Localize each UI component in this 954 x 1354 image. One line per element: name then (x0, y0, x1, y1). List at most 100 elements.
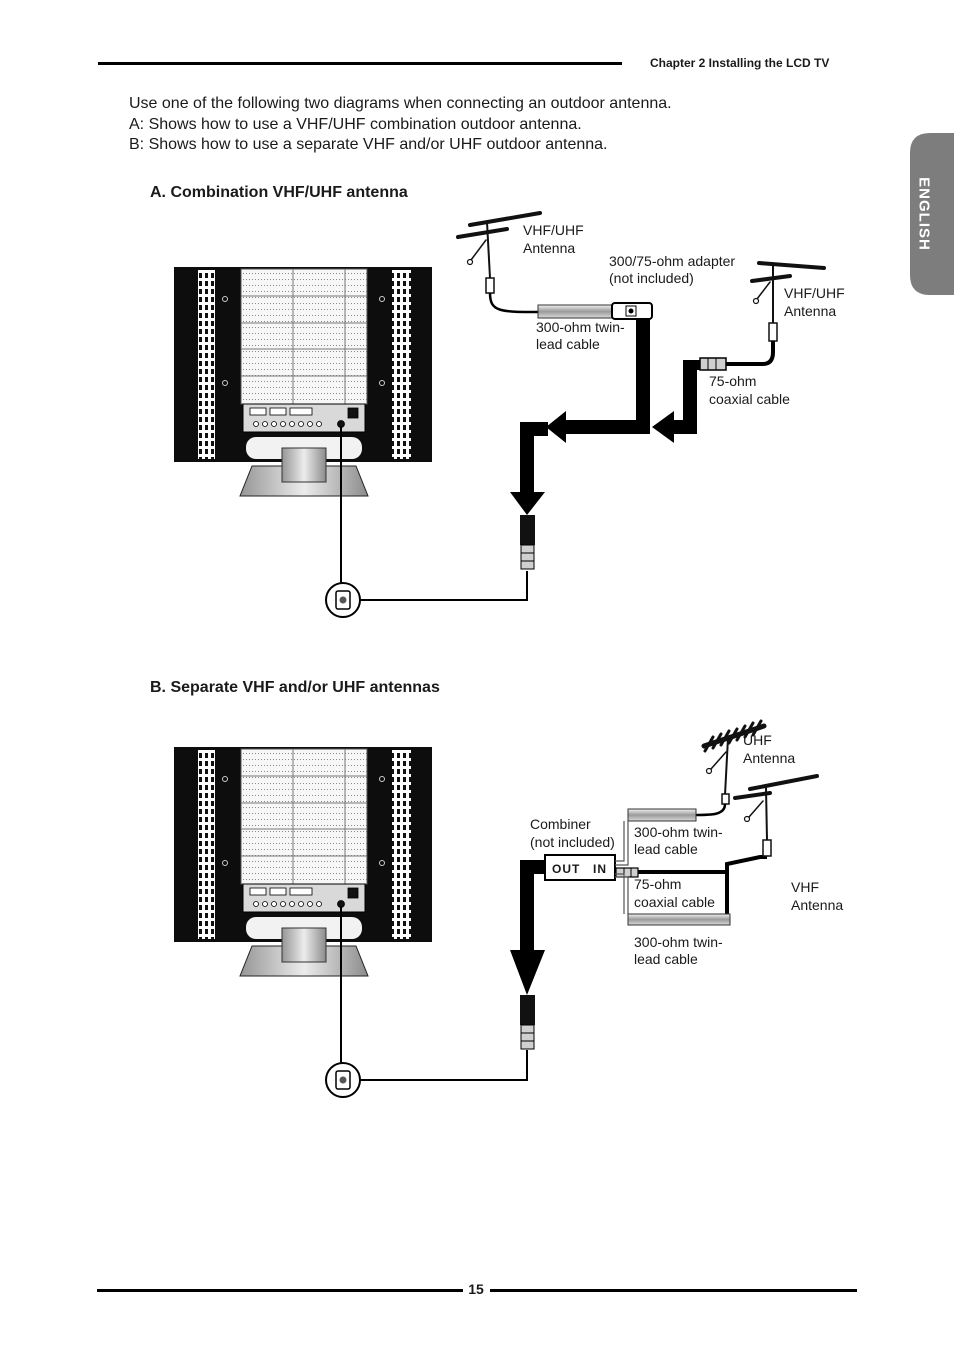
jack-to-plug-cable (360, 571, 528, 601)
footer-rule-right (490, 1289, 857, 1292)
diagram-b: OUT IN (173, 719, 843, 1098)
twin-lead-cable (627, 808, 697, 822)
antenna-label: Antenna (784, 303, 836, 319)
diagram-a: VHF/UHF Antenna 300/75-ohm adapter (not … (173, 211, 845, 618)
coax-plug-icon (699, 357, 727, 371)
twin-lead-wire (488, 292, 541, 314)
antenna-element (748, 800, 764, 818)
twin-lead-label: 300-ohm twin- (634, 824, 723, 840)
down-arrow-icon (510, 422, 548, 515)
twin-lead-label: lead cable (634, 841, 698, 857)
diagram-a-title: A. Combination VHF/UHF antenna (150, 184, 408, 201)
coaxial-label: 75-ohm (709, 373, 756, 389)
wall-jack-pin (339, 596, 347, 604)
chapter-title: Chapter 2 Installing the LCD TV (650, 56, 829, 70)
antenna-element (733, 791, 772, 800)
antenna-element (710, 751, 727, 770)
twin-lead-label: lead cable (536, 336, 600, 352)
antenna-tip (705, 767, 713, 775)
coaxial-label: 75-ohm (634, 876, 681, 892)
antenna-director (735, 724, 747, 742)
combiner-label: (not included) (530, 834, 615, 850)
combiner-box (544, 854, 616, 881)
antenna-label: VHF/UHF (784, 285, 845, 301)
antenna-element (756, 281, 771, 300)
antenna-director (751, 719, 763, 737)
uhf-antenna-icon (701, 719, 767, 805)
antenna-director (743, 721, 755, 739)
wall-jack-pin (339, 1076, 347, 1084)
vhf-antenna-label: VHF (791, 879, 819, 895)
antenna-element (757, 261, 826, 270)
antenna-element (750, 274, 792, 283)
antenna-tip (743, 815, 751, 823)
antenna-icon (456, 211, 542, 294)
coax-plug-icon (520, 995, 535, 1050)
jack-to-plug-cable (360, 1050, 528, 1081)
twin-lead-cable (537, 304, 613, 319)
combiner-in-label: IN (593, 862, 607, 876)
plug-connector (520, 544, 535, 570)
antenna-director (711, 732, 723, 750)
antenna-element (468, 211, 542, 227)
header-rule (98, 62, 622, 65)
intro-line: B: Shows how to use a separate VHF and/o… (129, 136, 608, 153)
plug-body (520, 515, 535, 545)
adapter-icon (611, 302, 653, 320)
coax-plug-icon (520, 515, 535, 570)
diagram-b-title: B. Separate VHF and/or UHF antennas (150, 679, 440, 696)
coaxial-label: coaxial cable (634, 894, 715, 910)
twin-lead-leads (615, 821, 629, 866)
antenna-director (727, 727, 739, 745)
twin-lead-label: lead cable (634, 951, 698, 967)
antenna-director (703, 735, 715, 753)
antenna-director (719, 729, 731, 747)
adapter-label: (not included) (609, 270, 694, 286)
antenna-tip (752, 297, 760, 305)
antenna-mast (486, 221, 491, 279)
antenna-label: Antenna (523, 240, 575, 256)
antenna-icon (750, 261, 826, 342)
twin-lead-leads (615, 873, 629, 914)
uhf-antenna-label: Antenna (743, 750, 795, 766)
wall-jack-icon (325, 1062, 361, 1098)
twin-lead-label: 300-ohm twin- (536, 319, 625, 335)
antenna-tip (466, 258, 474, 266)
footer-rule-left (97, 1289, 463, 1292)
coaxial-cable (726, 341, 775, 366)
intro-line: A: Shows how to use a VHF/UHF combinatio… (129, 116, 582, 133)
uhf-antenna-label: UHF (743, 732, 772, 748)
twin-lead-wire (694, 803, 727, 817)
language-tab (910, 133, 954, 295)
antenna-mast (765, 787, 768, 841)
combiner-icon: OUT IN (544, 854, 616, 881)
tv-back-illustration (173, 266, 433, 497)
vhf-antenna-label: Antenna (791, 897, 843, 913)
down-arrow-icon (510, 860, 546, 995)
antenna-terminal (485, 277, 495, 294)
twin-lead-label: 300-ohm twin- (634, 934, 723, 950)
plug-connector (520, 1024, 535, 1050)
antenna-label: VHF/UHF (523, 222, 584, 238)
page-number: 15 (468, 1281, 484, 1297)
left-arrow-icon (652, 360, 700, 443)
adapter-pin (628, 308, 634, 314)
antenna-mast (724, 737, 729, 796)
plug-body (520, 995, 535, 1025)
wall-jack-icon (325, 582, 361, 618)
coaxial-label: coaxial cable (709, 391, 790, 407)
combiner-label: Combiner (530, 816, 591, 832)
antenna-terminal (768, 322, 778, 342)
intro-line: Use one of the following two diagrams wh… (129, 95, 672, 112)
antenna-element (748, 774, 819, 791)
language-tab-label: ENGLISH (916, 177, 933, 251)
vhf-antenna-cable (725, 855, 767, 916)
antenna-terminal (721, 793, 730, 805)
antenna-terminal (762, 839, 772, 857)
tv-back-illustration (173, 746, 433, 977)
antenna-element (456, 227, 509, 239)
adapter-label: 300/75-ohm adapter (609, 253, 735, 269)
vhf-antenna-icon (733, 774, 819, 857)
